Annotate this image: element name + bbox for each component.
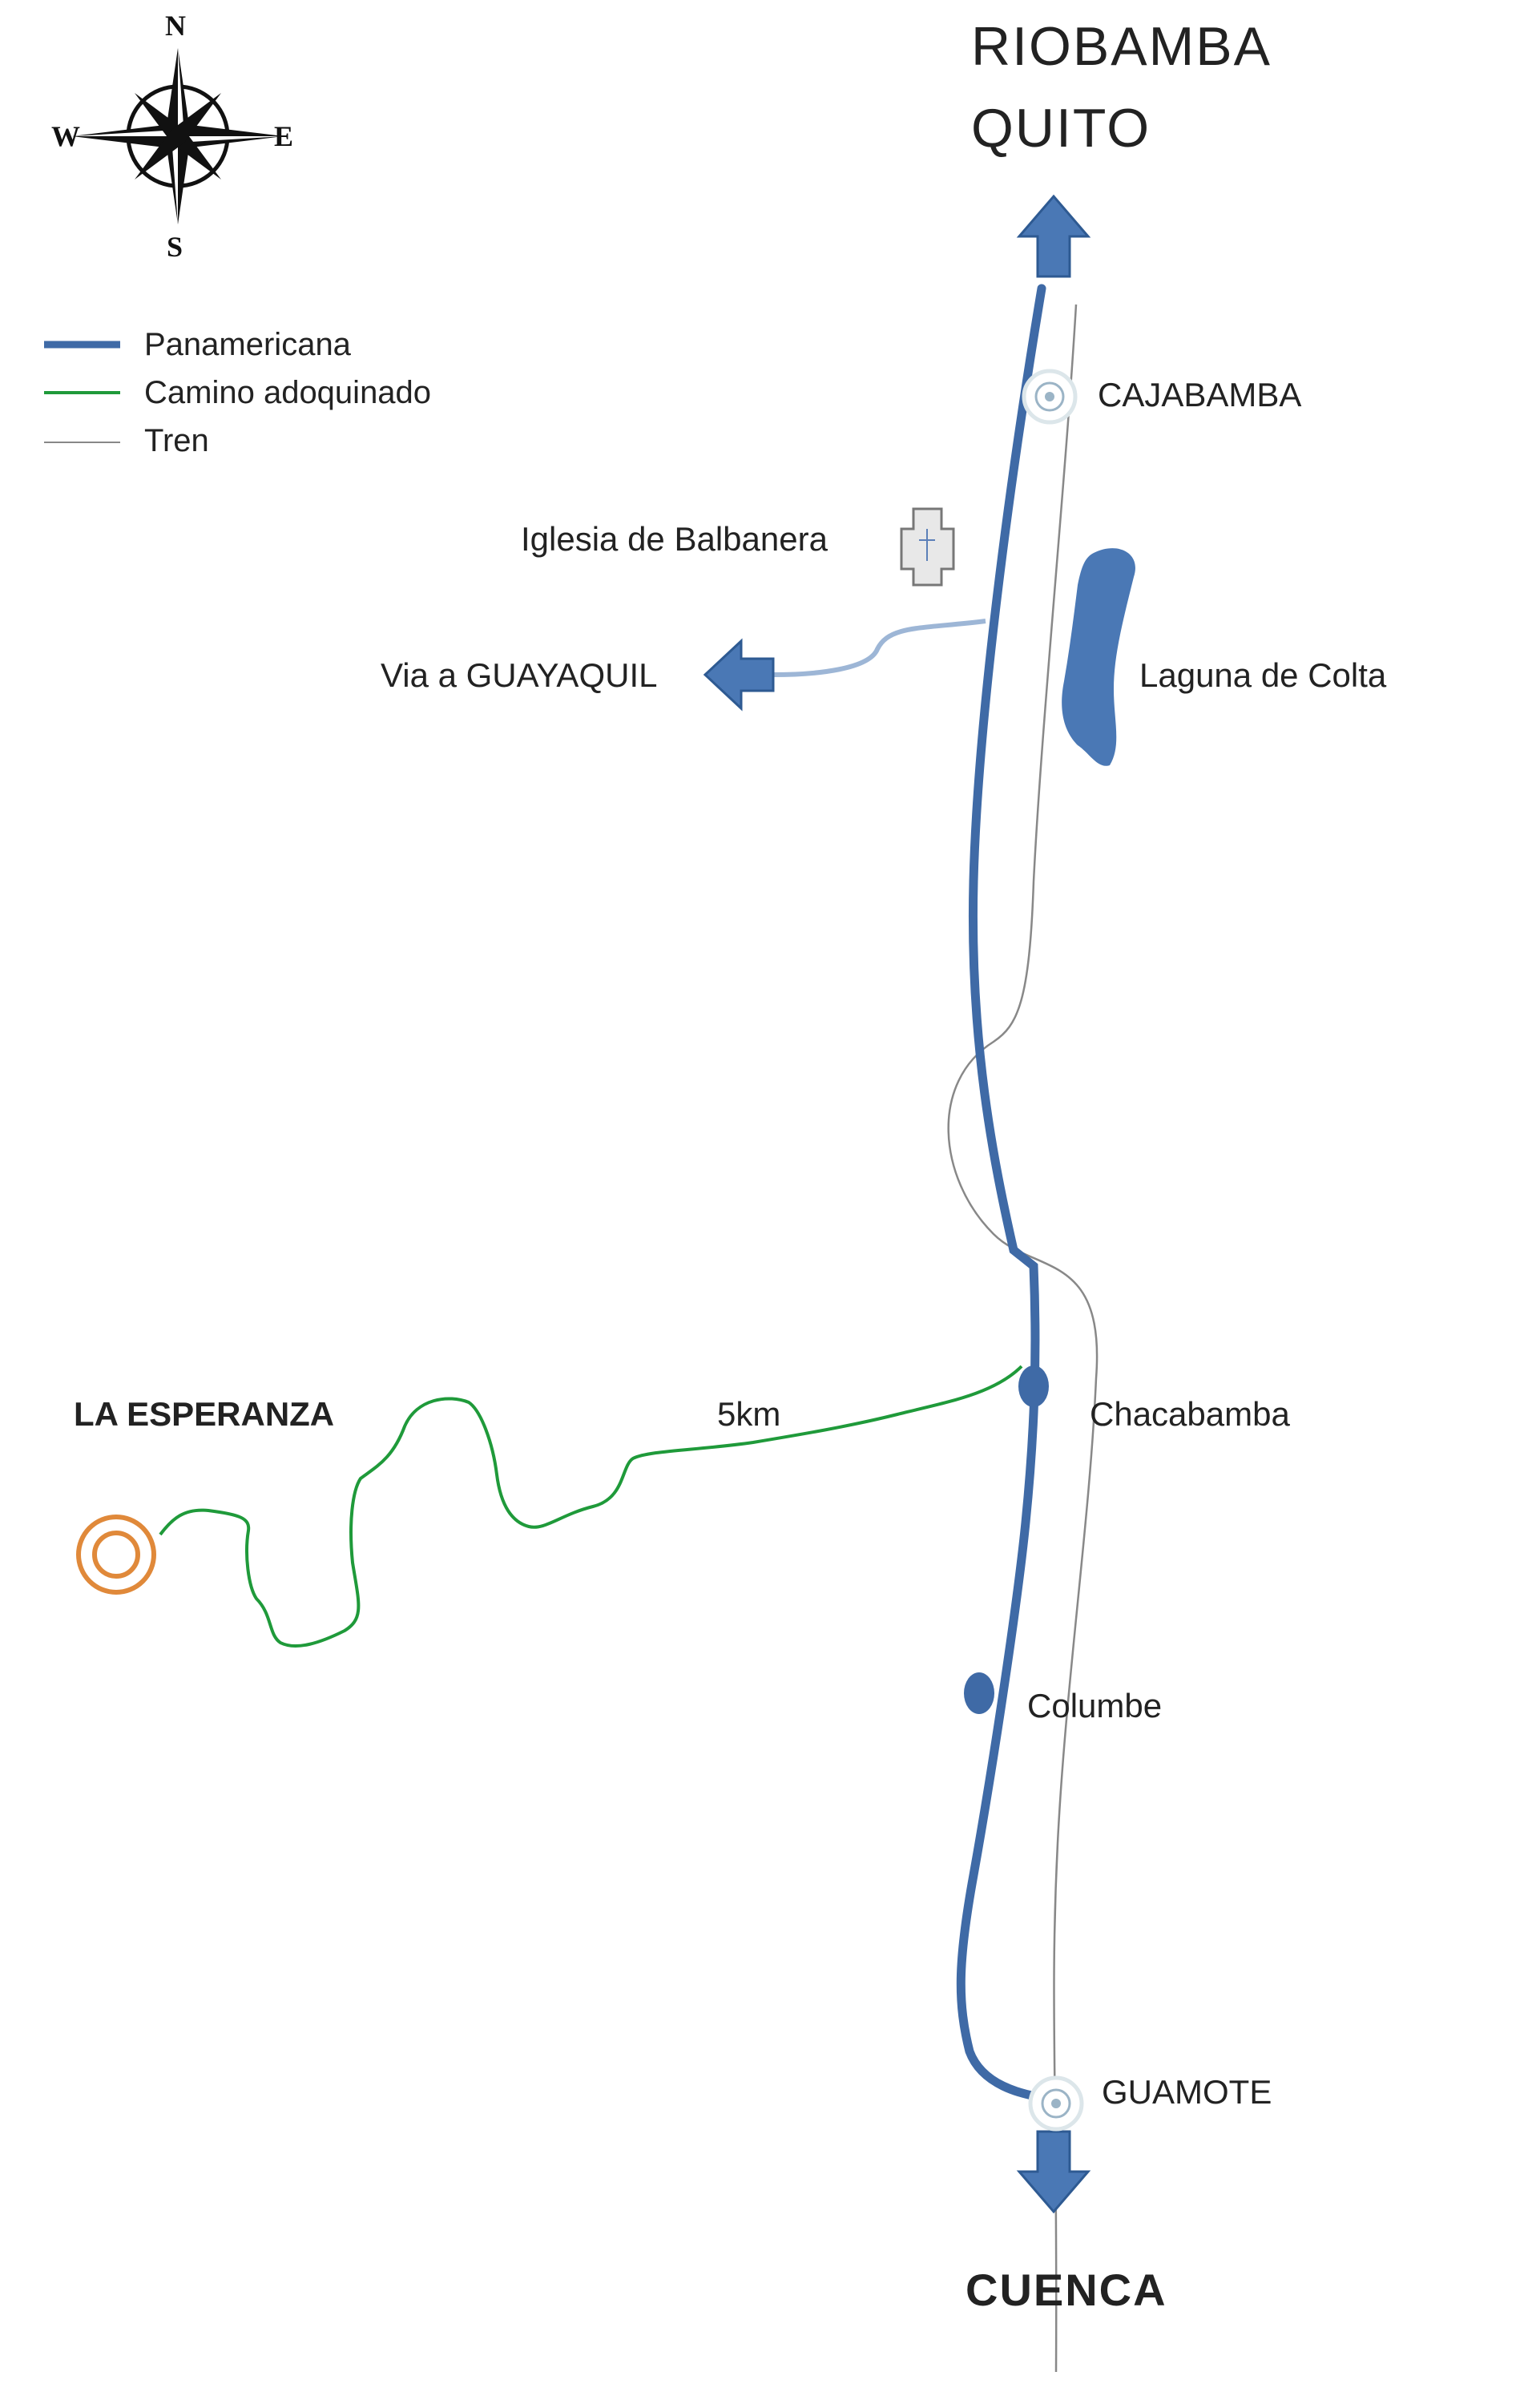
label-cajabamba: CAJABAMBA (1098, 376, 1302, 413)
arrow-north-icon (1016, 194, 1091, 278)
la-esperanza-destination-icon (76, 1515, 156, 1595)
compass-south-label: S (167, 231, 183, 263)
compass-west-label: W (51, 120, 80, 152)
label-distance: 5km (717, 1395, 781, 1433)
church-icon (900, 507, 955, 587)
panamericana-road (956, 284, 1062, 2104)
label-via-a-guayaquil: Via a GUAYAQUIL (381, 656, 658, 694)
guayaquil-arrow-icon (703, 638, 775, 712)
guamote-marker-icon (1028, 2075, 1084, 2132)
label-riobamba: RIOBAMBA (971, 16, 1272, 77)
label-guamote: GUAMOTE (1102, 2073, 1272, 2111)
label-laguna-de-colta: Laguna de Colta (1139, 656, 1387, 694)
laguna-de-colta-shape (1062, 548, 1135, 766)
legend-label-tren: Tren (144, 423, 209, 458)
label-cuenca: CUENCA (966, 2265, 1167, 2315)
cajabamba-marker-icon (1022, 369, 1078, 425)
legend-label-panamericana: Panamericana (144, 327, 351, 362)
label-la-esperanza: LA ESPERANZA (74, 1395, 335, 1433)
label-columbe: Columbe (1027, 1687, 1163, 1724)
compass-east-label: E (274, 120, 294, 152)
compass-north-label: N (165, 10, 186, 42)
guayaquil-branch-road (772, 619, 986, 677)
legend-label-camino: Camino adoquinado (144, 375, 432, 410)
columbe-dot (964, 1672, 994, 1714)
chacabamba-dot (1018, 1365, 1049, 1407)
camino-adoquinado-trail (159, 1365, 1023, 1648)
label-chacabamba: Chacabamba (1090, 1395, 1290, 1433)
arrow-south-icon (1016, 2130, 1091, 2214)
label-iglesia-de-balbanera: Iglesia de Balbanera (521, 520, 828, 558)
label-quito: QUITO (971, 98, 1151, 159)
compass-rose-icon (72, 48, 284, 224)
